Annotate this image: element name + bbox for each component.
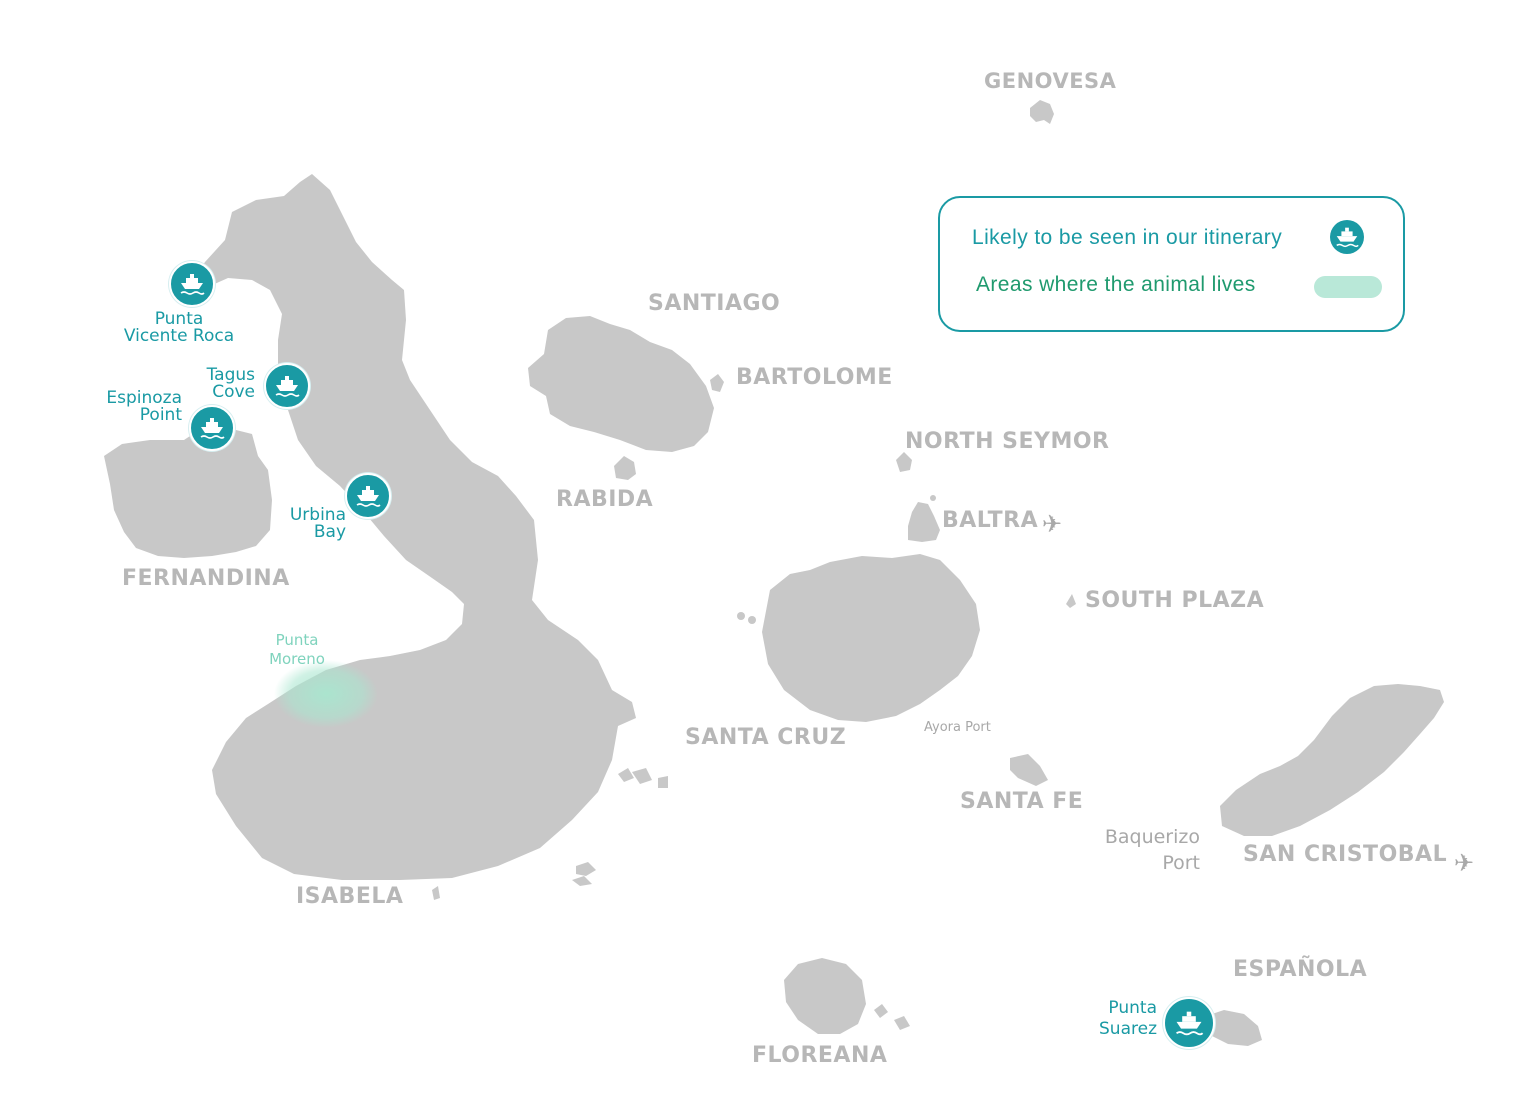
site-label-espinoza-point: Espinoza Point [106,388,182,425]
islet [737,612,745,620]
ship-icon [1176,1011,1204,1036]
island-label-baltra: BALTRA [942,508,1039,533]
island-label-santiago: SANTIAGO [648,291,781,316]
islet [632,768,652,784]
island-label-fernandina: FERNANDINA [122,566,290,591]
island-label-san-cristobal: SAN CRISTOBAL [1243,842,1448,867]
island-fernandina [104,430,272,558]
island-label-floreana: FLOREANA [752,1043,888,1068]
island-label-espanola: ESPAÑOLA [1233,957,1368,982]
island-san-cristobal [1220,684,1444,836]
island-espanola [1206,1010,1262,1046]
island-label-south-plaza: SOUTH PLAZA [1085,588,1265,613]
island-baltra [908,502,940,542]
site-label-punta-suarez: Punta Suarez [1099,998,1157,1039]
islet [432,886,440,900]
island-north-seymor [896,452,912,472]
islet [572,876,592,886]
site-marker-urbina-bay[interactable] [345,473,391,519]
site-label-tagus-cove: Tagus Cove [206,365,255,402]
area-label-punta-moreno: Punta Moreno [269,631,325,668]
island-label-santa-cruz: SANTA CRUZ [685,725,847,750]
island-label-bartolome: BARTOLOME [736,365,893,390]
island-south-plaza [1066,594,1076,608]
site-marker-espinoza-point[interactable] [189,405,235,451]
ship-icon [356,486,381,507]
islet [576,862,596,876]
port-label-baquerizo: Baquerizo Port [1104,826,1200,874]
island-label-genovesa: GENOVESA [984,69,1117,93]
site-marker-punta-vicente-roca[interactable] [169,261,215,307]
ship-icon [1336,227,1359,248]
island-floreana [784,958,866,1034]
legend-area-swatch [1314,276,1382,298]
islet [894,1016,910,1030]
ship-icon [200,418,225,439]
ship-icon [180,274,205,295]
islet [748,616,756,624]
island-label-santa-fe: SANTA FE [960,789,1084,814]
island-rabida [614,456,636,480]
airplane-icon: ✈ [1454,849,1475,877]
legend-ship-marker [1330,220,1364,254]
islet [874,1004,888,1018]
island-santiago [528,316,714,452]
islet [658,776,668,788]
legend-itinerary-label: Likely to be seen in our itinerary [972,226,1283,249]
site-marker-tagus-cove[interactable] [264,363,310,409]
islet [618,768,634,782]
habitat-area-punta-moreno [274,660,378,728]
island-label-north-seymor: NORTH SEYMOR [905,429,1110,454]
island-santa-cruz [762,554,980,722]
site-marker-punta-suarez[interactable] [1163,997,1215,1049]
site-label-punta-vicente-roca: Punta Vicente Roca [123,309,235,346]
ship-icon [275,376,300,397]
island-santa-fe [1010,754,1048,786]
airplane-icon: ✈ [1042,510,1063,538]
port-label-ayora: Ayora Port [924,720,991,735]
island-bartolome [710,374,724,392]
site-label-urbina-bay: Urbina Bay [289,505,346,542]
map-legend: Likely to be seen in our itinerary Areas… [938,196,1405,332]
island-genovesa [1030,100,1054,124]
island-baltra-islet [930,495,936,501]
island-label-isabela: ISABELA [296,884,404,909]
island-label-rabida: RABIDA [556,487,654,512]
legend-area-label: Areas where the animal lives [976,273,1256,296]
